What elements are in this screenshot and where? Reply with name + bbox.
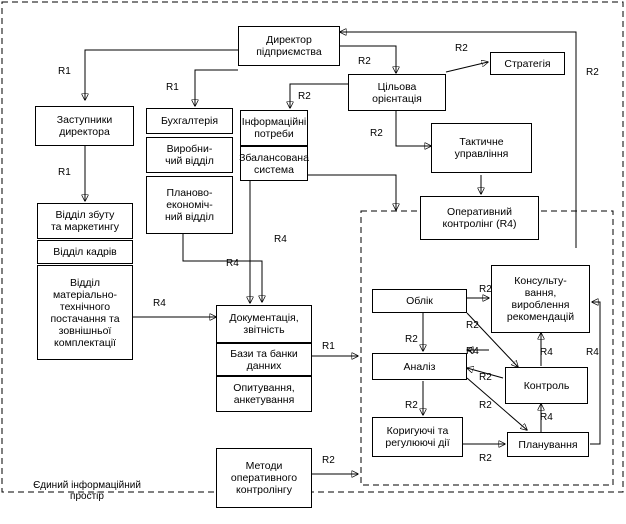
label-r4-planning-consult: R4	[586, 347, 599, 358]
tactical-management-box: Тактичне управління	[431, 123, 532, 173]
databases-box: Бази та банки данних	[216, 343, 312, 376]
label-r4-planecon: R4	[226, 258, 239, 269]
label-r4-consult-analysis: R4	[466, 346, 479, 357]
label-r2-analysis-corrective: R2	[405, 400, 418, 411]
strategy-box: Стратегія	[490, 52, 565, 75]
arrow-target-strategy	[445, 62, 488, 73]
personnel-box: Відділ кадрів	[37, 240, 133, 264]
arrow-control-analysis	[467, 368, 504, 379]
arrow-director-accounting	[195, 69, 238, 106]
label-r2-tactical: R2	[370, 128, 383, 139]
arrow-target-info	[290, 83, 348, 108]
planning-economic-box: Планово- економіч- ний відділ	[146, 176, 233, 234]
director-box: Директор підприємства	[238, 26, 340, 66]
surveys-box: Опитування, анкетування	[216, 376, 312, 412]
label-r1-accounting: R1	[166, 82, 179, 93]
label-r4-planning-control: R4	[540, 412, 553, 423]
control-box: Контроль	[505, 367, 588, 404]
label-r2-oblik-analysis: R2	[405, 334, 418, 345]
arrow-planecon-docs	[182, 234, 262, 302]
label-r4-info-docs: R4	[274, 234, 287, 245]
outer-frame	[1, 1, 624, 493]
accounting-box: Бухгалтерія	[146, 108, 233, 134]
label-r2-oblik-control: R2	[466, 320, 479, 331]
corrective-actions-box: Коригуючі та регулюючі дії	[372, 417, 463, 457]
documentation-box: Документація, звітність	[216, 305, 312, 343]
label-r1-sales: R1	[58, 167, 71, 178]
arrow-planning-consult	[590, 302, 601, 445]
arrow-director-target	[338, 45, 396, 73]
sales-marketing-box: Відділ збуту та маркетингу	[37, 203, 133, 239]
arrow-oblik-control	[466, 312, 518, 367]
production-box: Виробни- чий відділ	[146, 137, 233, 173]
supply-box: Відділ матеріально- технічного постачанн…	[37, 265, 133, 360]
label-r2-feedback: R2	[586, 67, 599, 78]
arrow-analysis-planning	[466, 377, 527, 430]
planning-box: Планування	[507, 432, 589, 457]
methods-box: Методи оперативного контролінгу	[216, 448, 312, 508]
label-r1-docs: R1	[322, 341, 335, 352]
arrow-balanced-oc	[308, 174, 396, 210]
label-r2-strategy: R2	[455, 43, 468, 54]
unified-info-space-label: Єдиний інформаційний простір	[33, 480, 141, 502]
arrow-feedback-director	[340, 32, 577, 248]
label-r2-director-target: R2	[358, 56, 371, 67]
info-needs-box: Інформаційні потреби	[240, 110, 308, 146]
label-r2-methods: R2	[322, 455, 335, 466]
label-r2-control-analysis: R2	[479, 372, 492, 383]
balanced-system-box: Збалансована система	[239, 146, 309, 181]
label-r1-deputies: R1	[58, 66, 71, 77]
oblik-box: Облік	[372, 289, 467, 313]
consulting-box: Консульту- вання, вироблення рекомендаці…	[491, 265, 590, 333]
label-r2-corrective-planning: R2	[479, 453, 492, 464]
label-r2-info: R2	[298, 91, 311, 102]
label-r2-oblik-consult: R2	[479, 284, 492, 295]
label-r2-analysis-planning: R2	[479, 400, 492, 411]
arrow-director-deputies	[85, 49, 238, 100]
label-r4-supply: R4	[153, 298, 166, 309]
label-r4-control-consult: R4	[540, 347, 553, 358]
operative-controlling-box: Оперативний контролінг (R4)	[420, 196, 539, 240]
analysis-box: Аналіз	[372, 353, 467, 380]
target-orientation-box: Цільова орієнтація	[348, 74, 446, 111]
arrow-target-tactical	[395, 111, 431, 146]
deputies-box: Заступники директора	[35, 106, 134, 146]
